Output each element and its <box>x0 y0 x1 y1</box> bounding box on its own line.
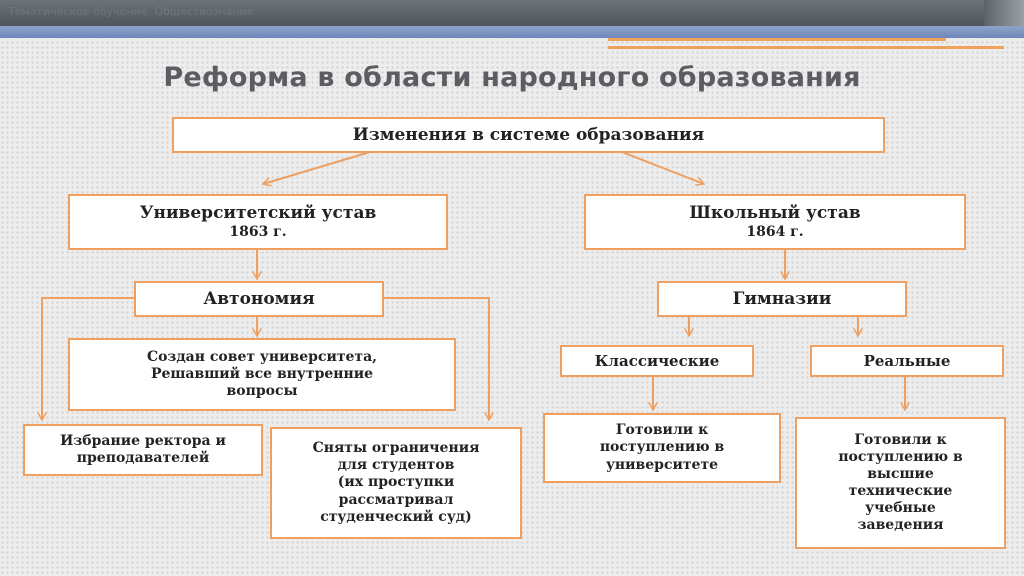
university-statute-box: Университетский устав 1863 г. <box>68 194 448 250</box>
real-desc-line-4: технические <box>848 483 953 499</box>
school-statute-label: Школьный устав <box>689 203 861 224</box>
top-bar-edge <box>984 0 1024 26</box>
arrow-root-to-university <box>263 151 371 184</box>
blue-band <box>0 26 1024 38</box>
classical-description-box: Готовили к поступлению в университете <box>543 413 781 483</box>
arrow-root-to-school <box>621 151 704 184</box>
council-line-2: Решавший все внутренние <box>150 365 374 382</box>
university-council-box: Создан совет университета, Решавший все … <box>68 338 456 411</box>
classical-desc-line-1: Готовили к <box>615 422 709 439</box>
school-statute-box: Школьный устав 1864 г. <box>584 194 966 250</box>
gymnasiums-label: Гимназии <box>732 288 832 309</box>
slide-title: Реформа в области народного образования <box>163 62 861 93</box>
restrictions-line-1: Сняты ограничения <box>312 440 480 457</box>
top-bar: Тематическое обучение. Обществознание <box>0 0 1024 26</box>
restrictions-line-5: студенческий суд) <box>320 508 472 525</box>
council-line-1: Создан совет университета, <box>146 348 378 365</box>
restrictions-line-3: (их проступки <box>337 474 455 491</box>
restrictions-line-4: рассматривал <box>338 491 454 508</box>
election-line-2: преподавателей <box>76 450 210 466</box>
real-desc-line-3: высшие <box>867 465 934 482</box>
restrictions-line-2: для студентов <box>337 457 455 474</box>
real-description-box: Готовили к поступлению в высшие техничес… <box>795 417 1006 549</box>
real-label: Реальные <box>863 351 951 370</box>
classical-desc-line-2: поступлению в <box>599 439 725 456</box>
arrow-autonomy-to-restrictions <box>384 297 489 420</box>
autonomy-box: Автономия <box>134 281 384 317</box>
autonomy-label: Автономия <box>203 288 315 309</box>
council-line-3: вопросы <box>226 383 298 400</box>
arrow-autonomy-to-election <box>42 297 134 420</box>
root-label: Изменения в системе образования <box>352 124 705 145</box>
university-statute-year: 1863 г. <box>229 223 287 240</box>
classical-desc-line-3: университете <box>605 456 719 473</box>
real-desc-line-1: Готовили к <box>854 431 947 448</box>
university-statute-label: Университетский устав <box>139 203 377 224</box>
classical-label: Классические <box>594 351 720 370</box>
root-box: Изменения в системе образования <box>172 117 885 153</box>
decorative-line-bottom <box>608 46 1004 49</box>
real-desc-line-2: поступлению в <box>838 448 963 465</box>
restrictions-box: Сняты ограничения для студентов (их прос… <box>270 427 522 539</box>
gymnasiums-box: Гимназии <box>657 281 907 317</box>
school-statute-year: 1864 г. <box>746 223 804 240</box>
election-box: Избрание ректора и преподавателей <box>23 424 263 476</box>
header-caption: Тематическое обучение. Обществознание <box>8 5 254 18</box>
real-desc-line-6: заведения <box>857 517 944 534</box>
decorative-line-top <box>608 38 946 41</box>
real-desc-line-5: учебные <box>865 500 936 517</box>
election-line-1: Избрание ректора и <box>60 432 226 449</box>
real-box: Реальные <box>810 345 1004 377</box>
classical-box: Классические <box>560 345 754 377</box>
